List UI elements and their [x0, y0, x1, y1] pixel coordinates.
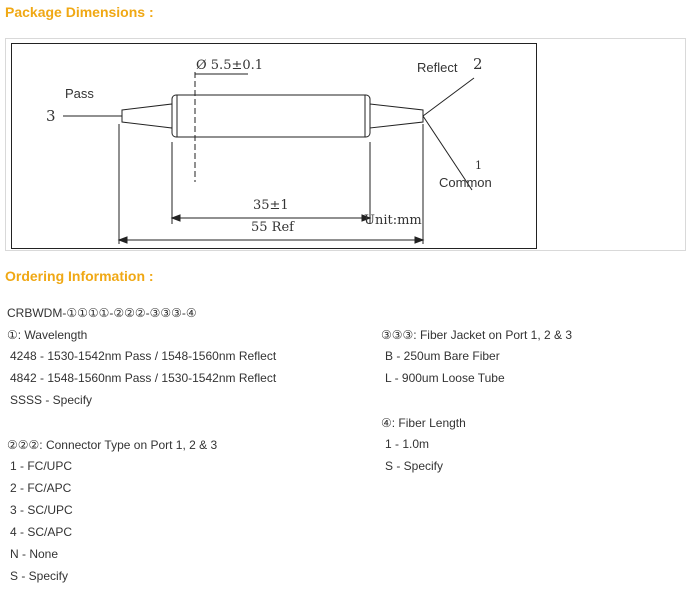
- diameter-dimension: Ø 5.5±0.1: [196, 58, 264, 73]
- fiber-length-heading: ④: Fiber Length: [381, 416, 466, 430]
- list-item: L - 900um Loose Tube: [385, 371, 505, 385]
- fiber-jacket-heading: ③③③: Fiber Jacket on Port 1, 2 & 3: [381, 328, 573, 342]
- pass-label: Pass: [65, 86, 94, 101]
- list-item: 3 - SC/UPC: [10, 503, 73, 517]
- unit-label: Unit:mm: [364, 213, 422, 228]
- port-common-number: 1: [475, 159, 482, 172]
- list-item: 4248 - 1530-1542nm Pass / 1548-1560nm Re…: [10, 349, 277, 363]
- left-boot: [121, 103, 173, 129]
- list-item: SSSS - Specify: [10, 393, 93, 407]
- total-length-dimension: 55 Ref: [251, 220, 294, 235]
- right-boot: [369, 103, 424, 129]
- list-item: 1 - 1.0m: [385, 437, 430, 451]
- package-diagram-frame: Pass 3 Reflect 2 1 Common Ø 5.5±0.1 35±1…: [5, 38, 686, 251]
- package-drawing-svg: [63, 72, 475, 244]
- list-item: S - Specify: [10, 569, 69, 583]
- list-item: 4 - SC/APC: [10, 525, 73, 539]
- connector-heading: ②②②: Connector Type on Port 1, 2 & 3: [7, 438, 218, 452]
- package-body: [171, 94, 371, 138]
- list-item: 1 - FC/UPC: [10, 459, 73, 473]
- common-fiber-line: [422, 115, 473, 191]
- ordering-information-title: Ordering Information :: [5, 268, 154, 284]
- reflect-fiber-line: [422, 77, 475, 117]
- list-item: B - 250um Bare Fiber: [385, 349, 500, 363]
- body-length-dimension: 35±1: [253, 198, 289, 213]
- product-code: CRBWDM-①①①①-②②②-③③③-④: [7, 306, 197, 320]
- port-pass-number: 3: [46, 107, 56, 125]
- reflect-label: Reflect: [417, 60, 458, 75]
- package-drawing: Pass 3 Reflect 2 1 Common Ø 5.5±0.1 35±1…: [11, 43, 537, 249]
- list-item: N - None: [10, 547, 59, 561]
- port-reflect-number: 2: [473, 55, 483, 73]
- list-item: 2 - FC/APC: [10, 481, 72, 495]
- list-item: S - Specify: [385, 459, 444, 473]
- list-item: 4842 - 1548-1560nm Pass / 1530-1542nm Re…: [10, 371, 277, 385]
- common-label: Common: [439, 175, 492, 190]
- package-dimensions-title: Package Dimensions :: [5, 4, 154, 20]
- wavelength-heading: ①: Wavelength: [7, 328, 88, 342]
